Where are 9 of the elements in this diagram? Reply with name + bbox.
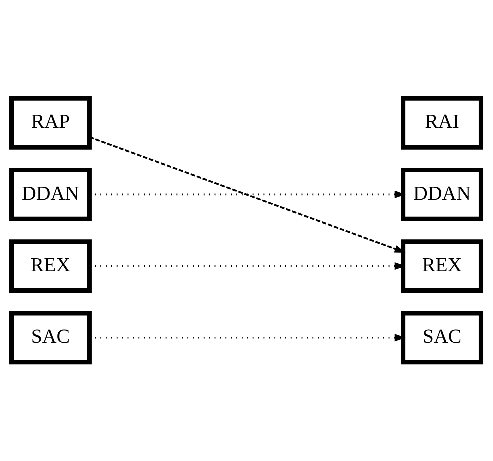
node-box: DDAN bbox=[401, 168, 484, 222]
node-box: DDAN bbox=[10, 168, 92, 222]
arrow bbox=[89, 136, 406, 253]
node-box: SAC bbox=[10, 311, 92, 365]
node-box: SAC bbox=[401, 311, 484, 365]
node-box: REX bbox=[401, 240, 484, 294]
node-box: RAI bbox=[401, 96, 484, 150]
node-box: RAP bbox=[10, 96, 92, 150]
node-box: REX bbox=[10, 240, 92, 294]
